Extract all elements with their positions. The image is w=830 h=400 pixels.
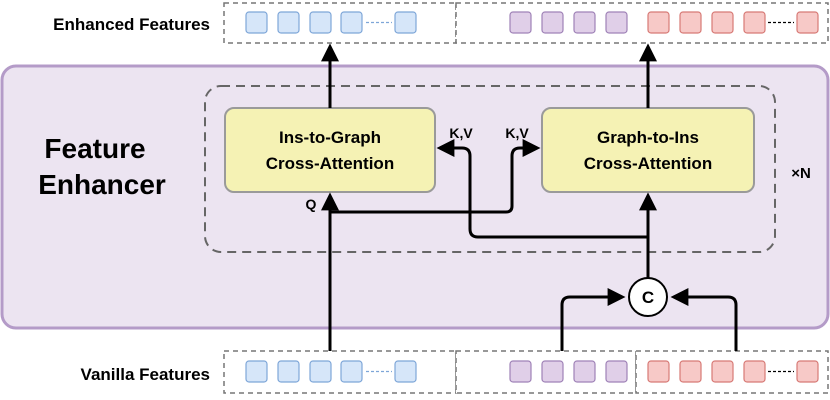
token <box>573 360 596 383</box>
kv-right-label: K,V <box>505 125 529 141</box>
feature-enhancer-title-line1: Feature <box>44 133 145 164</box>
token <box>573 11 596 34</box>
token <box>509 11 532 34</box>
repeat-block-box <box>204 85 776 253</box>
graph-to-ins-block <box>541 107 755 193</box>
concat-node <box>628 277 668 317</box>
arrow-kv-left <box>436 139 648 239</box>
token <box>245 360 268 383</box>
token <box>679 11 702 34</box>
token <box>309 360 332 383</box>
arrow-purple-to-concat <box>560 288 626 351</box>
vanilla-blue-tokens <box>245 360 417 383</box>
token <box>277 11 300 34</box>
repeat-label: ×N <box>791 165 811 182</box>
token <box>647 360 670 383</box>
token <box>796 360 819 383</box>
token <box>796 11 819 34</box>
token <box>277 360 300 383</box>
ins-to-graph-block <box>224 107 436 193</box>
arrow-red-to-concat <box>670 288 738 351</box>
token <box>679 360 702 383</box>
token <box>309 11 332 34</box>
token <box>711 11 734 34</box>
token <box>743 11 766 34</box>
ins-to-graph-label-line1: Ins-to-Graph <box>279 128 381 147</box>
enhanced-red-tokens <box>647 11 819 34</box>
vanilla-purple-tokens <box>509 360 628 383</box>
token <box>605 11 628 34</box>
connections <box>321 43 738 351</box>
kv-left-label: K,V <box>449 125 473 141</box>
token <box>541 11 564 34</box>
graph-to-ins-label-line1: Graph-to-Ins <box>597 128 699 147</box>
token <box>509 360 532 383</box>
token <box>394 360 417 383</box>
token <box>541 360 564 383</box>
graph-to-ins-label-line2: Cross-Attention <box>584 154 712 173</box>
enhanced-blue-tokens <box>245 11 417 34</box>
token <box>340 11 363 34</box>
enhanced-purple-tokens <box>509 11 628 34</box>
vanilla-red-tokens <box>647 360 819 383</box>
q-label: Q <box>306 196 317 212</box>
token <box>711 360 734 383</box>
ins-to-graph-label-line2: Cross-Attention <box>266 154 394 173</box>
token <box>340 360 363 383</box>
enhanced-features-label: Enhanced Features <box>53 15 210 34</box>
token <box>647 11 670 34</box>
arrow-kv-right <box>330 139 541 214</box>
token <box>743 360 766 383</box>
enhanced-features-group-right <box>455 2 829 44</box>
feature-enhancer-title-line2: Enhancer <box>38 169 166 200</box>
token <box>245 11 268 34</box>
token <box>605 360 628 383</box>
vanilla-features-label: Vanilla Features <box>81 365 210 384</box>
concat-label: C <box>642 288 654 307</box>
token <box>394 11 417 34</box>
